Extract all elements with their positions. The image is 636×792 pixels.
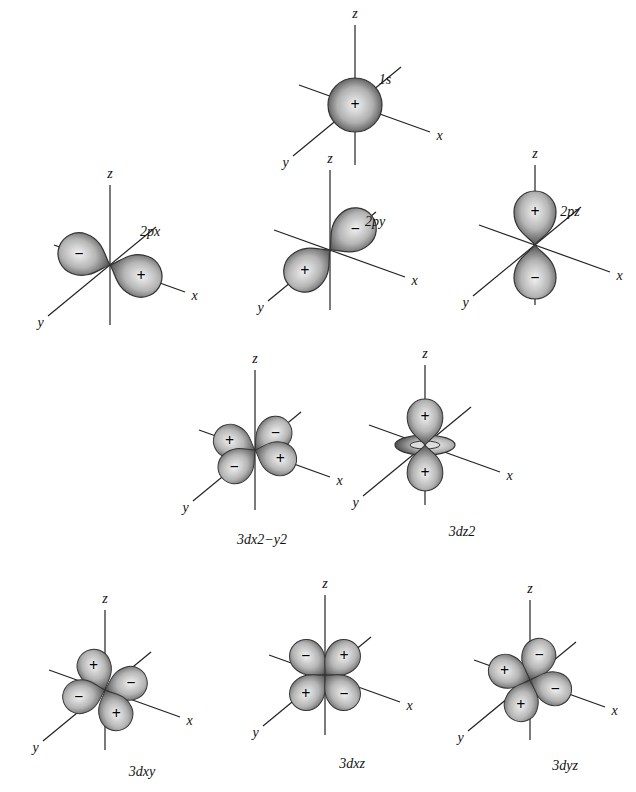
- axis-label: z: [352, 7, 357, 21]
- phase-sign: +: [516, 697, 525, 713]
- axis-label: y: [258, 301, 264, 315]
- axis-label: z: [322, 577, 327, 591]
- phase-sign: −: [340, 686, 349, 702]
- axis-label: z: [107, 167, 112, 181]
- orbital-label: 2pz: [560, 205, 579, 219]
- phase-sign: +: [420, 465, 429, 481]
- phase-sign: −: [301, 648, 310, 664]
- orbital-label: 3dyz: [552, 759, 578, 773]
- axis-label: z: [327, 152, 332, 166]
- orbital-3dyz: [468, 600, 605, 740]
- lobe: [52, 227, 117, 285]
- phase-sign: +: [340, 648, 349, 664]
- phase-sign: +: [300, 263, 309, 279]
- axis-label: x: [336, 474, 342, 488]
- phase-sign: −: [74, 689, 83, 705]
- axis-label: x: [411, 274, 417, 288]
- axes: [473, 165, 610, 305]
- phase-sign: −: [551, 681, 560, 697]
- lobe: [499, 674, 545, 726]
- orbital-2py: [268, 170, 405, 310]
- phase-sign: +: [136, 268, 145, 284]
- phase-sign: +: [276, 451, 285, 467]
- axis-label: x: [506, 469, 512, 483]
- phase-sign: −: [127, 675, 136, 691]
- axis-label: y: [353, 496, 359, 510]
- axis-label: x: [436, 129, 442, 143]
- lobe: [249, 434, 301, 480]
- phase-sign: −: [74, 246, 83, 262]
- axis-label: x: [611, 704, 617, 718]
- axis-label: x: [406, 699, 412, 713]
- orbital-label: 3dz2: [449, 525, 475, 539]
- orbital-label: 3dx2−y2: [237, 533, 287, 547]
- orbital-3dx2y2: [193, 370, 330, 510]
- axes: [363, 365, 500, 505]
- sphere: [328, 78, 382, 132]
- orbital-3dxy: [43, 610, 180, 750]
- axis-label: x: [186, 714, 192, 728]
- axis-label: y: [33, 741, 39, 755]
- axis-label: x: [191, 289, 197, 303]
- phase-sign: +: [225, 433, 234, 449]
- orbital-2px: [48, 185, 185, 325]
- lobe: [275, 234, 343, 301]
- axes: [468, 600, 605, 740]
- axes: [263, 595, 400, 735]
- axis-label: x: [616, 269, 622, 283]
- lobe: [514, 245, 556, 299]
- lobe: [407, 445, 443, 491]
- orbital-label: 3dxz: [339, 757, 365, 771]
- phase-sign: −: [271, 425, 280, 441]
- phase-sign: +: [350, 97, 359, 113]
- phase-sign: +: [89, 658, 98, 674]
- axis-label: y: [183, 501, 189, 515]
- orbital-label: 2py: [365, 215, 385, 229]
- orbital-3dz2: [363, 365, 500, 505]
- axis-label: z: [527, 582, 532, 596]
- lobe: [407, 399, 443, 445]
- axis-label: y: [458, 731, 464, 745]
- axes: [43, 610, 180, 750]
- phase-sign: +: [500, 663, 509, 679]
- orbital-label: 1s: [379, 73, 391, 87]
- axis-label: z: [102, 592, 107, 606]
- lobe: [103, 245, 168, 303]
- orbital-1s: [293, 25, 430, 165]
- orbital-label: 2px: [140, 225, 160, 239]
- axis-label: y: [38, 316, 44, 330]
- axis-label: z: [532, 147, 537, 161]
- lobe: [514, 191, 556, 245]
- phase-sign: +: [530, 204, 539, 220]
- axis-label: y: [253, 726, 259, 740]
- axes: [268, 170, 405, 310]
- axis-label: z: [252, 352, 257, 366]
- axes: [48, 185, 185, 325]
- lobe: [211, 437, 266, 491]
- phase-sign: −: [230, 459, 239, 475]
- phase-sign: −: [535, 647, 544, 663]
- phase-sign: −: [530, 270, 539, 286]
- phase-sign: +: [301, 686, 310, 702]
- orbital-label: 3dxy: [129, 765, 155, 779]
- axes: [293, 25, 430, 165]
- axis-label: y: [283, 156, 289, 170]
- phase-sign: +: [420, 409, 429, 425]
- lobe: [313, 663, 367, 717]
- phase-sign: +: [112, 706, 121, 722]
- phase-sign: −: [351, 221, 360, 237]
- axes: [193, 370, 330, 510]
- axis-label: y: [463, 296, 469, 310]
- orbital-2pz: [473, 165, 610, 305]
- orbital-3dxz: [263, 595, 400, 735]
- axis-label: z: [422, 347, 427, 361]
